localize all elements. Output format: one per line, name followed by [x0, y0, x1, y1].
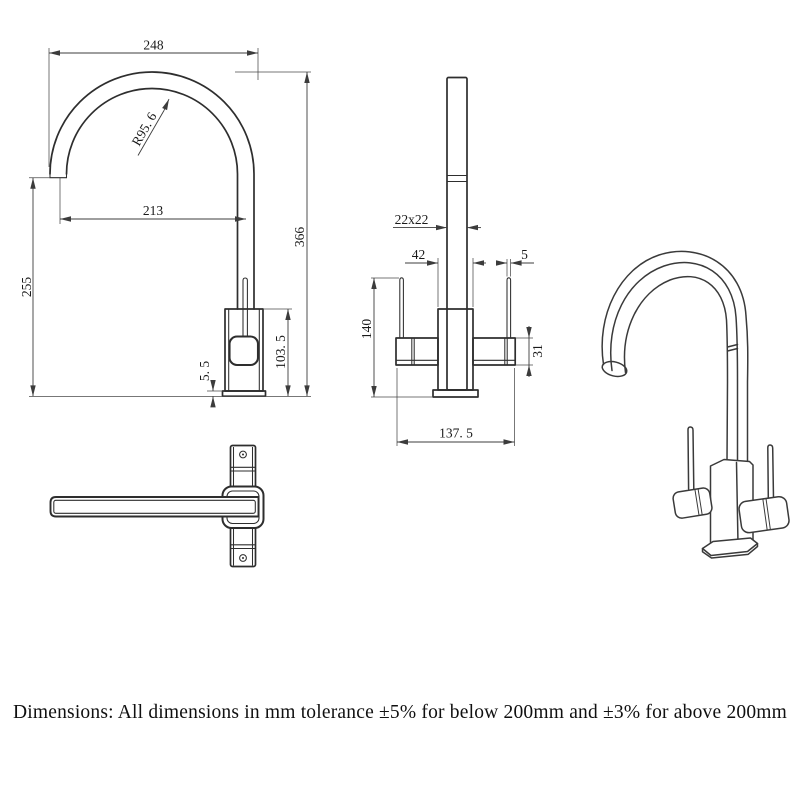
plan-view — [49, 444, 265, 568]
handle-block-left — [395, 337, 439, 366]
spout-plan-inner — [53, 499, 256, 514]
dim-label-22x22: 22x22 — [395, 212, 429, 227]
spout-inner-edge — [623, 275, 729, 462]
spout-outer-edge — [601, 250, 749, 462]
dim-label-103-5: 103. 5 — [273, 335, 288, 369]
dim-label-42: 42 — [412, 247, 426, 262]
screw-hole-top — [239, 450, 247, 459]
dim-label-5: 5 — [521, 247, 528, 262]
handle-hub — [228, 335, 260, 367]
dim-label-137-5: 137. 5 — [439, 426, 473, 441]
body-corner-edge — [735, 461, 739, 545]
tolerance-note: Dimensions: All dimensions in mm toleran… — [12, 702, 788, 723]
handle-rod-right — [506, 277, 512, 338]
handle-block-left-3d — [672, 487, 713, 519]
dim-label-radius: R95. 6 — [129, 109, 160, 148]
spout-outlet-cap — [49, 174, 68, 179]
base-flange — [432, 389, 479, 398]
dim-label-5-5: 5. 5 — [197, 361, 212, 382]
dim-label-255: 255 — [19, 277, 34, 298]
dim-label-31: 31 — [530, 344, 545, 358]
dim-label-213: 213 — [143, 203, 164, 218]
handle-rod-profile — [242, 277, 248, 336]
side-view: 248 R95. 6 213 255 366 103. 5 5. 5 — [19, 38, 311, 408]
spout-outlet-face — [601, 360, 628, 378]
front-view: 22x22 42 5 140 31 137. 5 — [359, 76, 545, 446]
handle-block-right — [472, 337, 517, 366]
handle-rod-left — [399, 277, 404, 338]
technical-drawing-canvas: 248 R95. 6 213 255 366 103. 5 5. 5 — [19, 38, 790, 568]
spout-outer-arc — [49, 71, 255, 310]
dim-label-248: 248 — [143, 38, 164, 53]
handle-rod-right-3d — [767, 444, 775, 500]
base-flange — [221, 390, 267, 398]
radius-leader: R95. 6 — [129, 109, 165, 156]
spout-plan — [49, 496, 260, 518]
dim-label-366: 366 — [292, 227, 307, 248]
handle-arm-bottom — [229, 526, 257, 568]
isometric-view — [601, 250, 790, 559]
spout-ridge-edge — [610, 261, 739, 462]
spout-column — [446, 76, 468, 391]
radius-leader-arrow — [162, 98, 170, 111]
handle-rod-left-3d — [687, 426, 695, 490]
dim-label-140: 140 — [359, 319, 374, 340]
screw-hole-bottom — [239, 554, 247, 562]
column-joint — [726, 343, 739, 348]
handle-block-right-3d — [738, 495, 790, 534]
spout-inner-arc — [65, 87, 239, 310]
